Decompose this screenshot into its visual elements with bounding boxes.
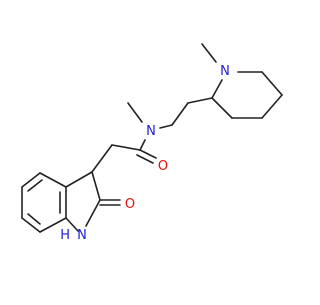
atom-label-o-amide: O <box>158 159 168 174</box>
bond <box>139 149 157 159</box>
bond <box>139 139 146 151</box>
atom-label-n-lactam: N <box>77 228 87 243</box>
atom-label-h-lactam: H <box>60 228 70 243</box>
bond <box>201 43 217 63</box>
bond <box>127 102 143 123</box>
bond <box>91 144 113 173</box>
bond <box>65 217 79 232</box>
bond <box>27 213 41 225</box>
bond <box>21 217 41 233</box>
bond <box>187 97 213 104</box>
bond <box>171 102 189 126</box>
molecule-structure: N N O O N H <box>21 43 283 243</box>
molecule-canvas: N N O O N H <box>21 43 283 243</box>
bond <box>211 97 233 119</box>
bond <box>261 71 283 96</box>
bond <box>39 217 67 233</box>
bond <box>211 79 223 99</box>
bond <box>91 171 101 201</box>
bond <box>85 199 101 227</box>
atom-label-o-lactam: O <box>125 197 135 212</box>
bond <box>21 172 41 188</box>
atom-label-n-piperidine: N <box>220 64 230 79</box>
bond <box>39 172 67 188</box>
bond <box>136 154 154 164</box>
bond <box>27 179 43 192</box>
atom-label-n-amide: N <box>146 124 156 139</box>
bond <box>159 124 173 129</box>
bond <box>111 144 141 151</box>
bond <box>65 171 93 188</box>
bond <box>261 94 283 119</box>
